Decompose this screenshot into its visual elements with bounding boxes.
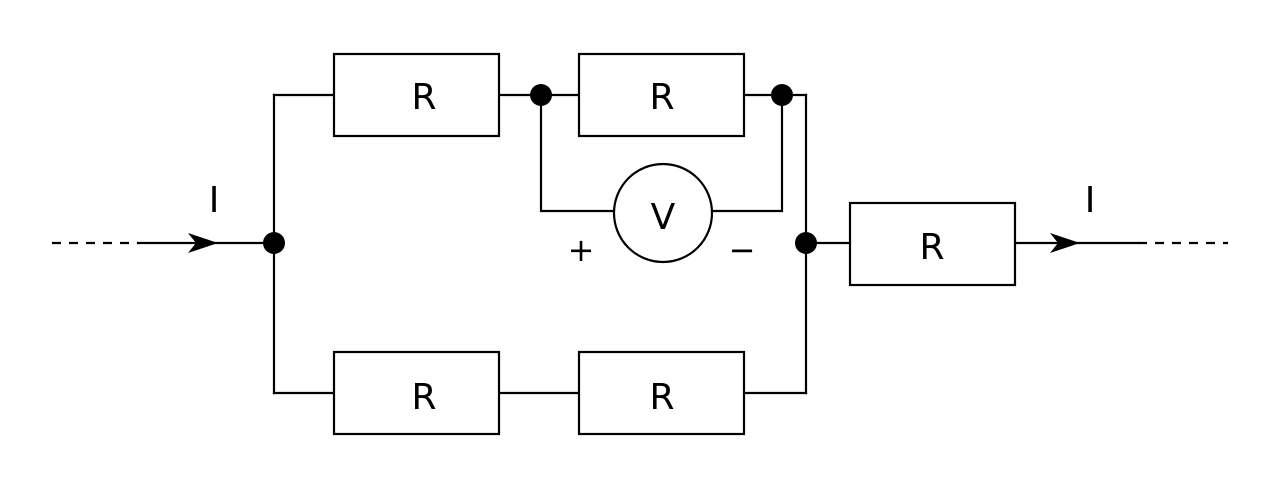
- voltmeter-right-lead: [709, 93, 784, 213]
- voltmeter: V: [612, 162, 714, 264]
- voltmeter-minus-sign: −: [729, 231, 756, 269]
- resistor-upper-left-label: R: [411, 77, 436, 118]
- resistor-lower-right-label: R: [649, 377, 674, 418]
- resistor-upper-left: R: [332, 52, 501, 138]
- input-current-arrow: [188, 233, 218, 253]
- resistor-upper-left-body: [332, 52, 501, 138]
- voltmeter-body: [612, 162, 714, 264]
- resistor-lower-right-body: [577, 350, 746, 436]
- output-current-arrow: [1050, 233, 1080, 253]
- voltmeter-left-lead: [539, 93, 616, 213]
- voltmeter-plus-sign: +: [568, 231, 595, 269]
- resistor-series-label: R: [919, 227, 944, 268]
- resistor-upper-right: R: [577, 52, 746, 138]
- junction-node-upper-right: [771, 84, 793, 106]
- resistor-lower-right: R: [577, 350, 746, 436]
- voltmeter-label: V: [651, 197, 676, 238]
- output-current-label: I: [1085, 180, 1096, 221]
- resistor-upper-right-label: R: [649, 77, 674, 118]
- resistor-series-body: [848, 201, 1017, 287]
- resistor-lower-left-label: R: [411, 377, 436, 418]
- resistor-series: R: [848, 201, 1017, 287]
- input-current-label: I: [209, 180, 220, 221]
- resistor-lower-left: R: [332, 350, 501, 436]
- junction-node-upper-middle: [530, 84, 552, 106]
- junction-node-left: [263, 232, 285, 254]
- resistor-lower-left-body: [332, 350, 501, 436]
- resistor-upper-right-body: [577, 52, 746, 138]
- junction-node-right: [795, 232, 817, 254]
